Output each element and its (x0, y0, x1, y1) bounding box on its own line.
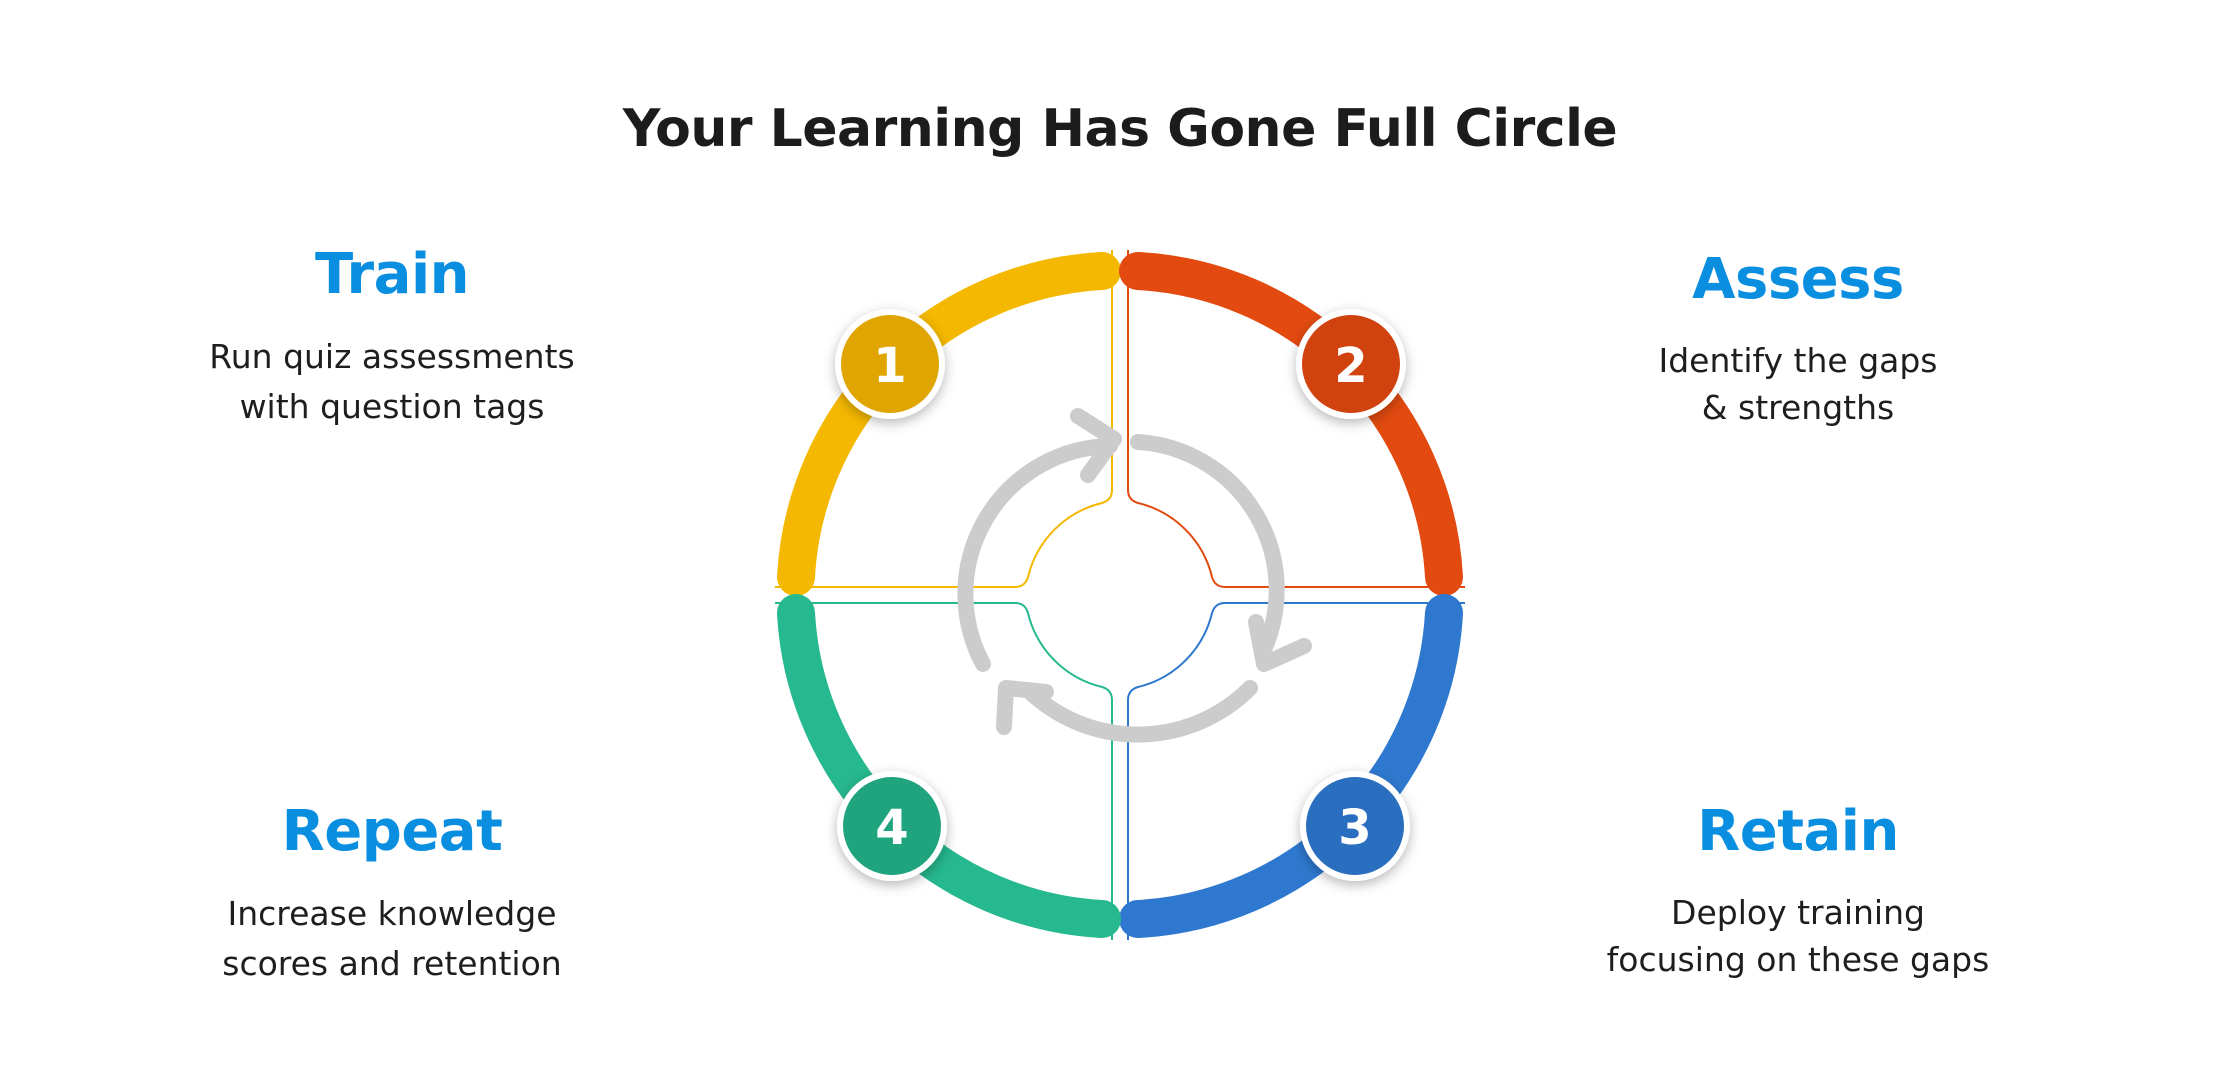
step-repeat-description: Increase knowledge scores and retention (222, 894, 562, 983)
step-badge-1-number: 1 (873, 338, 906, 394)
step-retain-title: Retain (1697, 799, 1899, 864)
step-train-block: Train Run quiz assessments with question… (112, 240, 672, 432)
cycle-arrowhead-top-left (1070, 408, 1122, 483)
step-badge-2: 2 (1296, 309, 1406, 419)
cycle-arrow-bottom (1020, 680, 1258, 743)
step-assess-description: Identify the gaps & strengths (1658, 341, 1938, 427)
cycle-arrowhead-right (1248, 614, 1312, 672)
step-badge-2-number: 2 (1334, 338, 1367, 394)
step-retain-block: Retain Deploy training focusing on these… (1518, 797, 2078, 983)
step-badge-3-number: 3 (1338, 800, 1371, 856)
quadrant-assess-arc (1119, 252, 1463, 596)
cycle-arrow-right (1130, 434, 1285, 662)
step-badge-4: 4 (837, 771, 947, 881)
step-retain-description: Deploy training focusing on these gaps (1606, 893, 1990, 979)
quadrant-repeat-outline (775, 602, 1113, 940)
step-train-description: Run quiz assessments with question tags (209, 337, 575, 426)
quadrant-train-outline (775, 250, 1113, 588)
step-repeat-title: Repeat (281, 799, 503, 864)
step-badge-1: 1 (835, 309, 945, 419)
step-train-title: Train (314, 242, 470, 307)
quadrant-train-arc (777, 252, 1121, 596)
quadrant-assess-outline (1127, 250, 1465, 588)
step-assess-block: Assess Identify the gaps & strengths (1518, 245, 2078, 431)
page-title: Your Learning Has Gone Full Circle (622, 99, 1618, 159)
cycle-arrows-icon (957, 408, 1312, 743)
cycle-arrowhead-bottom (996, 680, 1054, 735)
step-badge-3: 3 (1300, 771, 1410, 881)
cycle-arrow-top-left (957, 438, 1118, 672)
step-repeat-block: Repeat Increase knowledge scores and ret… (112, 797, 672, 989)
quadrant-retain-outline (1127, 602, 1465, 940)
step-badge-4-number: 4 (875, 800, 908, 856)
step-assess-title: Assess (1692, 247, 1904, 312)
quadrant-repeat-arc (777, 594, 1121, 938)
